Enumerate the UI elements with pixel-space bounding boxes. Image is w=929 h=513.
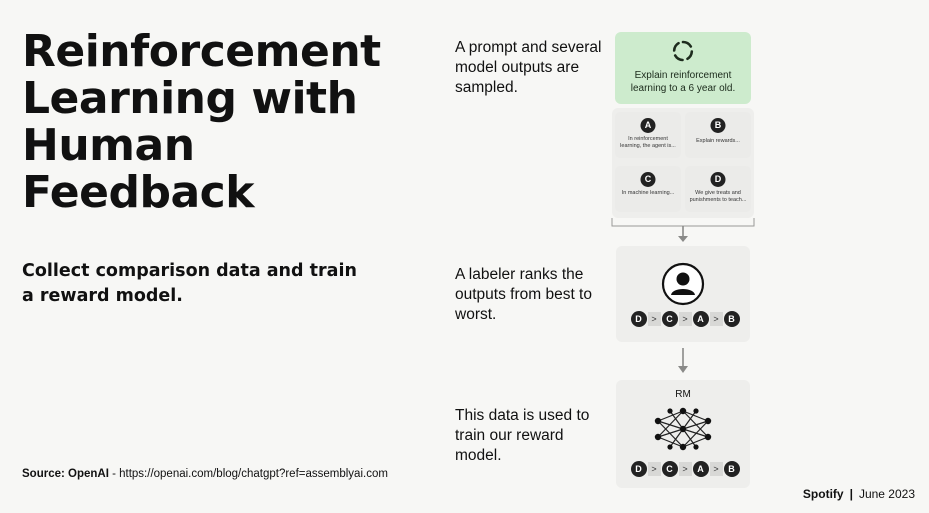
openai-logo-icon	[672, 40, 694, 62]
output-badge: D	[710, 172, 726, 187]
source-url: - https://openai.com/blog/chatgpt?ref=as…	[108, 468, 388, 480]
output-badge: B	[710, 118, 726, 133]
output-text: In reinforcement learning, the agent is.…	[620, 136, 676, 149]
slide-subtitle: Collect comparison data and train a rewa…	[22, 261, 357, 306]
rank-badge: B	[723, 461, 740, 477]
rank-badge: C	[661, 461, 678, 477]
output-badge: A	[640, 118, 656, 133]
rank-sep: >	[709, 312, 723, 326]
rank-badge: A	[692, 311, 709, 327]
slide-title: Reinforcement Learning with Human Feedba…	[22, 26, 381, 218]
step-2-text: A labeler ranks the outputs from best to…	[455, 266, 592, 323]
neural-network-icon	[654, 407, 712, 451]
prompt-text: Explain reinforcement learning to a 6 ye…	[630, 70, 736, 94]
footer-date: June 2023	[858, 487, 915, 501]
rank-sep: >	[647, 312, 661, 326]
footer-separator: |	[849, 487, 853, 501]
output-badge: C	[640, 172, 656, 187]
rank-sep: >	[647, 462, 661, 476]
output-card-c: C In machine learning...	[615, 166, 681, 212]
source-citation: Source: OpenAI - https://openai.com/blog…	[22, 468, 388, 480]
rm-label: RM	[675, 389, 691, 400]
footer: Spotify | June 2023	[803, 487, 915, 501]
prompt-box: Explain reinforcement learning to a 6 ye…	[615, 32, 751, 104]
rank-badge: D	[630, 311, 647, 327]
output-text: In machine learning...	[621, 190, 675, 196]
output-text: We give treats and punishments to teach.…	[689, 190, 747, 203]
output-text: Explain rewards...	[696, 138, 740, 144]
output-card-d: D We give treats and punishments to teac…	[685, 166, 751, 212]
footer-brand: Spotify	[802, 487, 844, 501]
step-3-text: This data is used to train our reward mo…	[455, 407, 590, 464]
rank-badge: D	[630, 461, 647, 477]
rank-badge: B	[723, 311, 740, 327]
ranking-row: D > C > A > B	[630, 310, 740, 328]
ranking-row: D > C > A > B	[630, 460, 740, 478]
source-label: Source: OpenAI	[22, 468, 109, 480]
rank-sep: >	[709, 462, 723, 476]
rank-sep: >	[678, 462, 692, 476]
arrow-down-icon	[611, 218, 755, 242]
step-1-text: A prompt and several model outputs are s…	[455, 39, 602, 96]
rank-badge: A	[692, 461, 709, 477]
output-card-a: A In reinforcement learning, the agent i…	[615, 112, 681, 158]
rank-sep: >	[678, 312, 692, 326]
person-icon	[661, 262, 705, 306]
output-card-b: B Explain rewards...	[685, 112, 751, 158]
rank-badge: C	[661, 311, 678, 327]
arrow-down-icon	[678, 348, 688, 373]
